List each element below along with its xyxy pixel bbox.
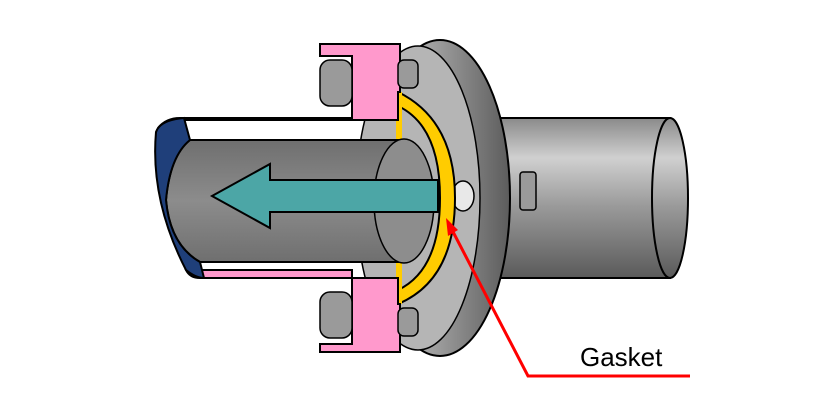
bolt-head-icon bbox=[519, 171, 537, 211]
pipe-rim bbox=[154, 116, 206, 280]
callout-line bbox=[446, 218, 690, 378]
arrow-left-icon bbox=[209, 162, 439, 230]
gasket-label: Gasket bbox=[580, 342, 663, 372]
right-pipe bbox=[479, 117, 689, 279]
